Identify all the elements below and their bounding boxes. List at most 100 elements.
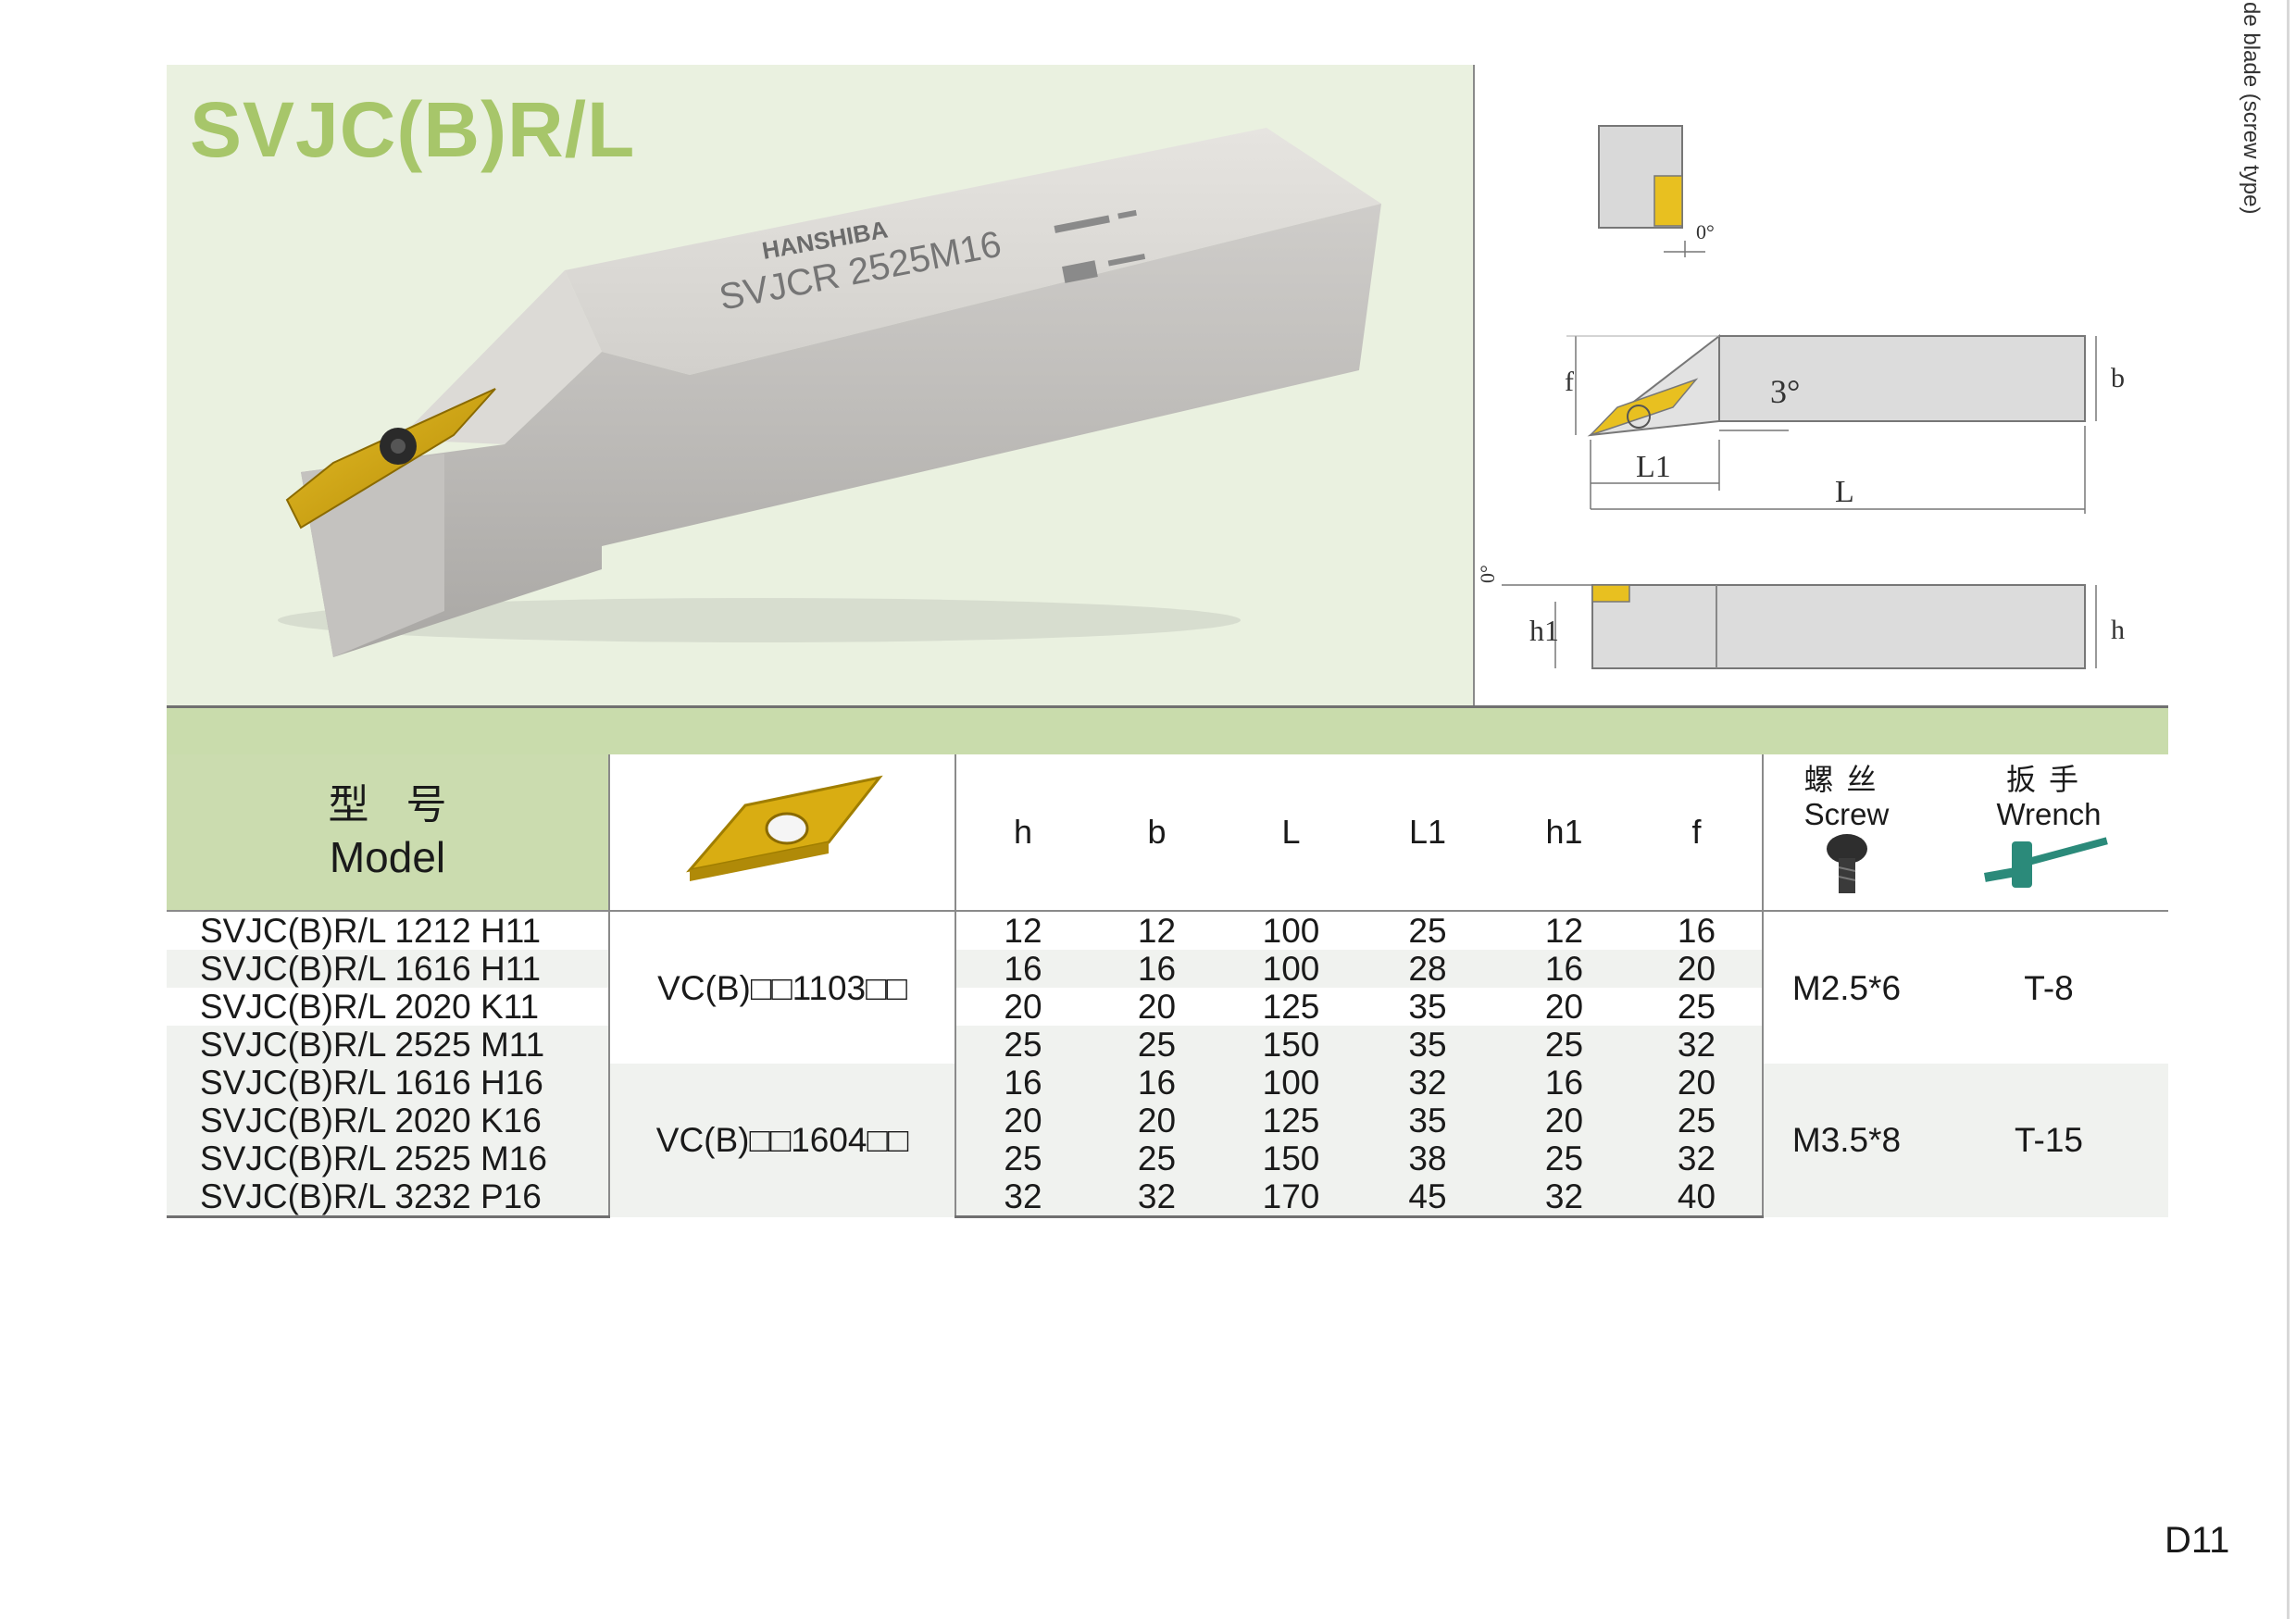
dim-cell: 32 bbox=[1090, 1177, 1224, 1218]
dim-cell: 45 bbox=[1358, 1177, 1497, 1218]
product-photo-panel: HANSHIBA SVJCR 2525M16 bbox=[167, 65, 1475, 705]
dim-cell: 32 bbox=[955, 1177, 1090, 1218]
wrench-cell: T-8 bbox=[1929, 911, 2168, 1064]
dim-cell: 28 bbox=[1358, 950, 1497, 988]
dim-cell: 20 bbox=[1004, 988, 1042, 1026]
dim-cell: 25 bbox=[1631, 1102, 1764, 1140]
model-cell: SVJC(B)R/L 3232 P16 bbox=[167, 1177, 610, 1218]
table-row: SVJC(B)R/L 2020 K11 20 20 125 35 20 25 bbox=[167, 988, 2168, 1026]
dim-cell: 100 bbox=[1224, 1064, 1358, 1102]
header-f: f bbox=[1631, 754, 1764, 912]
dim-cell: 16 bbox=[1497, 950, 1631, 988]
dim-f-label: f bbox=[1565, 367, 1574, 397]
header-insert bbox=[609, 754, 956, 912]
dim-cell: 12 bbox=[1544, 912, 1584, 950]
header-L1: L1 bbox=[1358, 754, 1497, 912]
dim-cell: 100 bbox=[1262, 912, 1320, 950]
table-row: SVJC(B)R/L 1616 H16 VC(B)□□1604□□ 16 16 … bbox=[167, 1064, 2168, 1217]
model-cell: SVJC(B)R/L 2525 M11 bbox=[167, 1026, 610, 1064]
dim-cell: 20 bbox=[1544, 988, 1584, 1026]
dim-h-label: h bbox=[2111, 615, 2125, 645]
dim-cell: 125 bbox=[1262, 988, 1320, 1026]
header-b: b bbox=[1090, 754, 1224, 912]
side-caption: de blade (screw type) bbox=[2239, 2, 2264, 215]
spec-table-body: SVJC(B)R/L 1212 H11 VC(B)□□1103□□ 12 12 … bbox=[167, 911, 2168, 1218]
dim-cell: 35 bbox=[1358, 1102, 1497, 1140]
dim-cell: 25 bbox=[1090, 1026, 1224, 1064]
dim-cell: 16 bbox=[955, 950, 1090, 988]
dim-cell: 32 bbox=[1497, 1177, 1631, 1218]
wrench-icon bbox=[1984, 836, 2108, 888]
table-row: SVJC(B)R/L 2020 K16 20 20 125 35 20 25 bbox=[167, 1102, 2168, 1140]
dim-cell: 20 bbox=[1137, 988, 1177, 1026]
dim-cell: 20 bbox=[1497, 1102, 1631, 1140]
dim-cell: 150 bbox=[1224, 1026, 1358, 1064]
dim-cell: 32 bbox=[1631, 1026, 1764, 1064]
dim-cell: 35 bbox=[1358, 1026, 1497, 1064]
green-band bbox=[167, 705, 2168, 757]
dim-b-label: b bbox=[2111, 363, 2125, 393]
model-cell: SVJC(B)R/L 2525 M16 bbox=[167, 1140, 610, 1177]
dim-h1-label: h1 bbox=[1529, 614, 1559, 647]
header-wrench: 扳手 Wrench bbox=[1929, 754, 2168, 912]
dim-cell: 16 bbox=[1497, 1064, 1631, 1102]
header-screw: 螺丝 Screw bbox=[1763, 754, 1929, 912]
table-row: SVJC(B)R/L 1212 H11 VC(B)□□1103□□ 12 12 … bbox=[167, 911, 2168, 1064]
dim-l1-label: L1 bbox=[1636, 450, 1671, 484]
dimension-drawing: 0° f 3° b L1 L 0° h1 h bbox=[1476, 125, 2125, 669]
dim-cell: 25 bbox=[955, 1140, 1090, 1177]
dim-cell: 25 bbox=[955, 1026, 1090, 1064]
dim-cell: 12 bbox=[1004, 912, 1042, 950]
model-cell: SVJC(B)R/L 1212 H11 bbox=[167, 911, 610, 950]
dim-cell: 16 bbox=[1090, 950, 1224, 988]
dim-cell: 150 bbox=[1224, 1140, 1358, 1177]
dim-cell: 20 bbox=[1631, 950, 1764, 988]
table-row: SVJC(B)R/L 1616 H11 16 16 100 28 16 20 bbox=[167, 950, 2168, 988]
dim-cell: 25 bbox=[1090, 1140, 1224, 1177]
page-number: D11 bbox=[2165, 1520, 2230, 1561]
table-row: SVJC(B)R/L 2525 M16 25 25 150 38 25 32 bbox=[167, 1140, 2168, 1177]
insert-icon bbox=[686, 775, 883, 881]
dim-cell: 16 bbox=[1631, 911, 1764, 950]
model-en: Model bbox=[329, 833, 446, 881]
screw-cn: 螺丝 bbox=[1803, 762, 1890, 796]
dim-cell: 32 bbox=[1358, 1064, 1497, 1102]
tool-holder-photo: HANSHIBA SVJCR 2525M16 bbox=[278, 128, 1381, 657]
page-edge-rule bbox=[2287, 0, 2290, 1619]
table-row: SVJC(B)R/L 3232 P16 32 32 170 45 32 40 bbox=[167, 1177, 2168, 1218]
dim-cell: 16 bbox=[955, 1064, 1090, 1102]
wrench-en: Wrench bbox=[1996, 796, 2102, 831]
model-cn: 型号 bbox=[328, 782, 484, 828]
dim-cell: 25 bbox=[1497, 1140, 1631, 1177]
dim-cell: 32 bbox=[1631, 1140, 1764, 1177]
wrench-cell: T-15 bbox=[1929, 1064, 2168, 1217]
dim-cell: 100 bbox=[1224, 950, 1358, 988]
model-cell: SVJC(B)R/L 1616 H16 bbox=[167, 1064, 610, 1102]
dim-cell: 25 bbox=[1631, 988, 1764, 1026]
dim-cell: 125 bbox=[1224, 1102, 1358, 1140]
page-title: SVJC(B)R/L bbox=[190, 86, 636, 173]
dim-cell: 20 bbox=[1631, 1064, 1764, 1102]
dim-cell: 25 bbox=[1497, 1026, 1631, 1064]
screw-cell: M3.5*8 bbox=[1763, 1064, 1929, 1217]
screw-en: Screw bbox=[1803, 796, 1890, 831]
screw-cell: M2.5*6 bbox=[1763, 911, 1929, 1064]
dim-l-label: L bbox=[1835, 475, 1854, 509]
dim-cell: 35 bbox=[1408, 988, 1447, 1026]
screw-icon bbox=[1826, 833, 1867, 893]
header-L: L bbox=[1224, 754, 1358, 912]
spec-table: 型号 Model h b L L1 h1 f 螺丝 Screw bbox=[167, 754, 2168, 1218]
dim-cell: 16 bbox=[1090, 1064, 1224, 1102]
header-h: h bbox=[955, 754, 1090, 912]
insert-cell: VC(B)□□1604□□ bbox=[609, 1064, 956, 1217]
angle-top-label: 0° bbox=[1696, 220, 1715, 243]
wrench-cn: 扳手 bbox=[2005, 762, 2091, 796]
dim-cell: 20 bbox=[1090, 1102, 1224, 1140]
dim-cell: 12 bbox=[1137, 912, 1177, 950]
dim-cell: 20 bbox=[955, 1102, 1090, 1140]
model-cell: SVJC(B)R/L 2020 K16 bbox=[167, 1102, 610, 1140]
model-cell: SVJC(B)R/L 2020 K11 bbox=[167, 988, 610, 1026]
dim-cell: 170 bbox=[1224, 1177, 1358, 1218]
model-cell: SVJC(B)R/L 1616 H11 bbox=[167, 950, 610, 988]
dim-cell: 25 bbox=[1408, 912, 1447, 950]
